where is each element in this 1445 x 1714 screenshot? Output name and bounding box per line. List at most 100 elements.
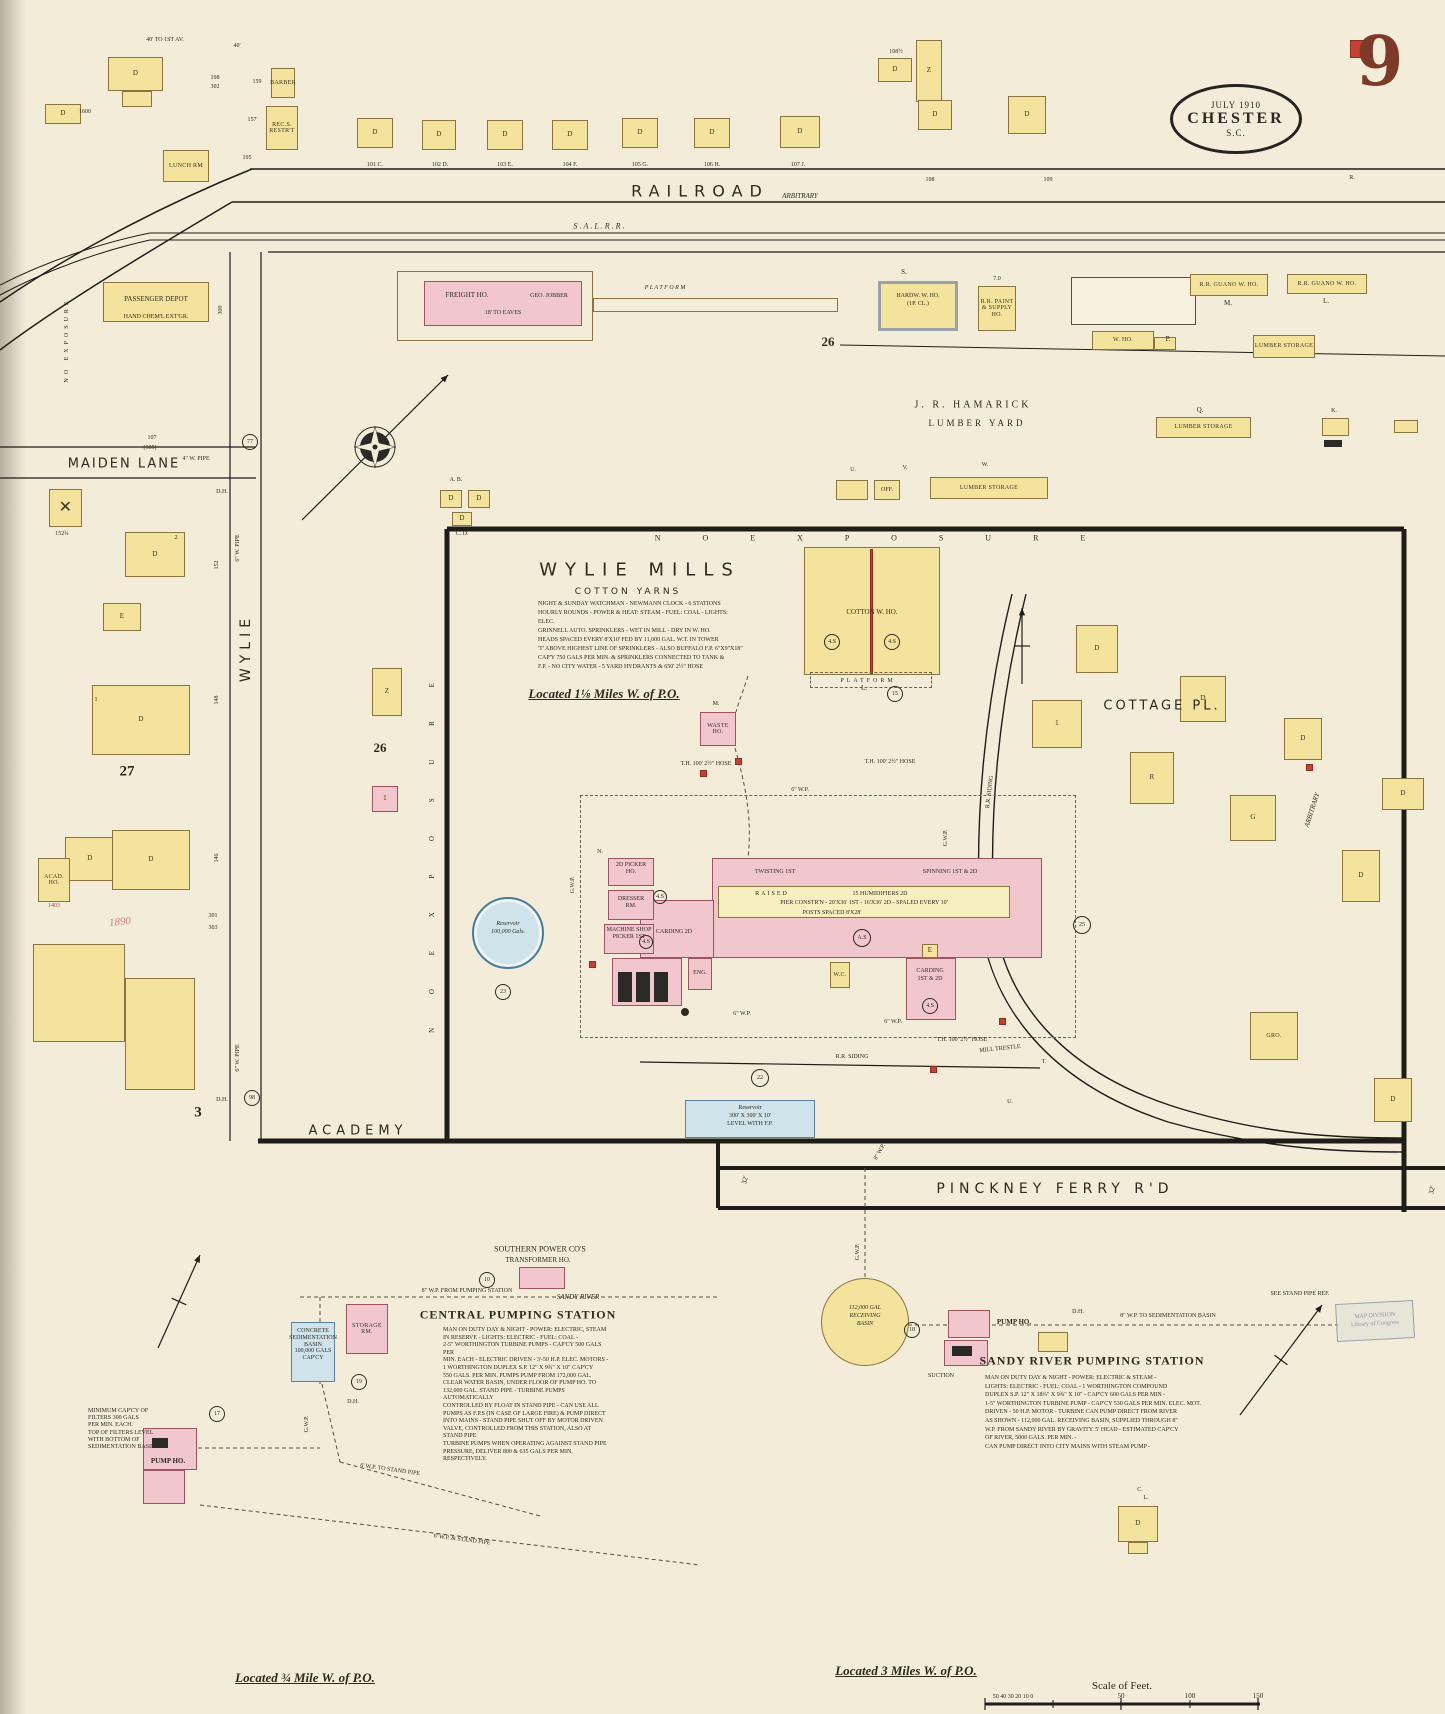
building: D bbox=[112, 830, 190, 890]
building bbox=[1306, 764, 1313, 771]
lunch-room: LUNCH RM bbox=[163, 150, 209, 182]
map-label: 303 bbox=[208, 925, 218, 931]
map-label: PASSENGER DEPOT bbox=[124, 295, 188, 303]
map-label: SUCTION bbox=[927, 1373, 955, 1379]
building bbox=[125, 978, 195, 1090]
guano-warehouse-l: R.R. GUANO W. HO. bbox=[1287, 274, 1367, 294]
map-symbol-circle: 4.S bbox=[639, 935, 653, 949]
map-label: MAIDEN LANE bbox=[67, 456, 181, 472]
map-label: Located 1⅛ Miles W. of P.O. bbox=[528, 686, 680, 701]
map-path bbox=[991, 593, 1405, 1139]
map-label: NO EXPOSURE bbox=[64, 297, 70, 383]
building: Z bbox=[372, 668, 402, 716]
map-label: D.H. bbox=[347, 1399, 359, 1405]
text-block: MAN ON DUTY DAY & NIGHT - POWER: ELECTRI… bbox=[985, 1375, 1201, 1450]
text-block: MAN ON DUTY DAY & NIGHT - POWER: ELECTRI… bbox=[443, 1327, 609, 1463]
map-label: POSTS SPACED 8'X28' bbox=[802, 910, 862, 916]
map-line bbox=[321, 1383, 341, 1463]
map-line bbox=[194, 1255, 200, 1263]
building bbox=[836, 480, 868, 500]
map-label: U. bbox=[1007, 1099, 1013, 1105]
map-label: Located 3 Miles W. of P.O. bbox=[835, 1663, 977, 1678]
map-symbol-circle: 4.S bbox=[824, 634, 840, 650]
building: D bbox=[552, 120, 588, 150]
map-label: 26 bbox=[821, 334, 835, 349]
building bbox=[735, 758, 742, 765]
map-label: CARDING 2D bbox=[655, 929, 693, 935]
building: D bbox=[694, 118, 730, 148]
map-label: 40' bbox=[233, 43, 241, 49]
building bbox=[152, 1438, 168, 1448]
map-label: 195 bbox=[242, 155, 252, 161]
rr-paint-supply: R.R. PAINT & SUPPLY HO. bbox=[978, 286, 1016, 331]
compass-rose-icon bbox=[353, 425, 397, 469]
map-label: SPINNING 1ST & 2D bbox=[922, 869, 978, 875]
map-label: L. bbox=[1322, 297, 1330, 305]
map-label: 109 bbox=[1043, 177, 1053, 183]
page-edge-shadow bbox=[0, 0, 26, 1714]
building bbox=[870, 549, 873, 674]
map-symbol-circle: A.S bbox=[853, 929, 871, 947]
map-label: 2 bbox=[174, 535, 178, 541]
barber: BARBER bbox=[270, 68, 296, 98]
building bbox=[589, 961, 596, 968]
building bbox=[122, 91, 152, 107]
freight-platform bbox=[397, 271, 593, 341]
map-label: 102 D. bbox=[431, 162, 449, 168]
map-label: R. bbox=[1349, 175, 1355, 181]
building: W.C. bbox=[830, 962, 850, 988]
map-label: T.H. 100' 2½" HOSE bbox=[680, 761, 732, 767]
map-label: M. bbox=[712, 701, 720, 707]
text-block: NIGHT & SUNDAY WATCHMAN - NEWMANN CLOCK … bbox=[538, 601, 743, 670]
map-label: N O E X P O S U R E bbox=[654, 533, 1106, 543]
map-label: TWISTING 1ST bbox=[754, 869, 796, 875]
map-label: 104 F. bbox=[562, 162, 578, 168]
map-line bbox=[1274, 1354, 1288, 1366]
stamp-city: CHESTER bbox=[1187, 110, 1285, 127]
map-label: 6" W.P. bbox=[733, 1011, 751, 1017]
map-label: GEO. JOBBER bbox=[530, 293, 568, 299]
map-label: 15 HUMIDIFIERS 2D bbox=[852, 891, 908, 897]
map-label: 40' TO 1ST AV. bbox=[146, 37, 184, 43]
map-label: WYLIE MILLS bbox=[539, 559, 741, 581]
map-label: WYLIE bbox=[238, 613, 254, 683]
building: W. HO. bbox=[1092, 331, 1154, 350]
building: LUMBER STORAGE bbox=[1253, 335, 1315, 358]
building bbox=[33, 944, 125, 1042]
guano-warehouse-m: R.R. GUANO W. HO. bbox=[1190, 274, 1268, 296]
map-label: 6" W.P. bbox=[884, 1019, 902, 1025]
building: D bbox=[108, 57, 163, 91]
map-label: Q. bbox=[1196, 406, 1204, 414]
map-label: P. bbox=[1165, 335, 1171, 343]
freight-house bbox=[424, 281, 582, 326]
stable: ✕ bbox=[49, 489, 82, 527]
map-label: SANDY RIVER PUMPING STATION bbox=[979, 1353, 1205, 1368]
platform-strip bbox=[593, 298, 838, 312]
map-label: ENG. bbox=[693, 970, 707, 976]
building: 1 bbox=[1032, 700, 1082, 748]
map-symbol-circle: 4.S bbox=[884, 634, 900, 650]
map-label: LUMBER YARD bbox=[928, 418, 1026, 428]
building bbox=[1128, 1542, 1148, 1554]
map-label: Located ¾ Mile W. of P.O. bbox=[235, 1670, 375, 1685]
map-label: S.A.L.R.R. bbox=[573, 221, 627, 231]
map-label: 6" W.P. bbox=[791, 787, 809, 793]
map-label: PIER CONSTR'N - 20'X36' 1ST - 16'X36' 2D… bbox=[780, 900, 948, 906]
restaurant: REC.S. RESTR'T bbox=[266, 106, 298, 150]
map-label: 159 bbox=[252, 79, 262, 85]
building: D bbox=[422, 120, 456, 150]
building: E bbox=[922, 944, 938, 958]
map-label: G.W.P. bbox=[570, 876, 576, 894]
building: D bbox=[1180, 676, 1226, 722]
building: D bbox=[357, 118, 393, 148]
map-label: U. bbox=[850, 467, 856, 473]
building bbox=[1038, 1332, 1068, 1352]
map-label: D.H. bbox=[216, 489, 228, 495]
map-label: 152¾ bbox=[55, 531, 69, 537]
map-label: 4" W. PIPE bbox=[182, 456, 210, 462]
building: G bbox=[1230, 795, 1276, 841]
